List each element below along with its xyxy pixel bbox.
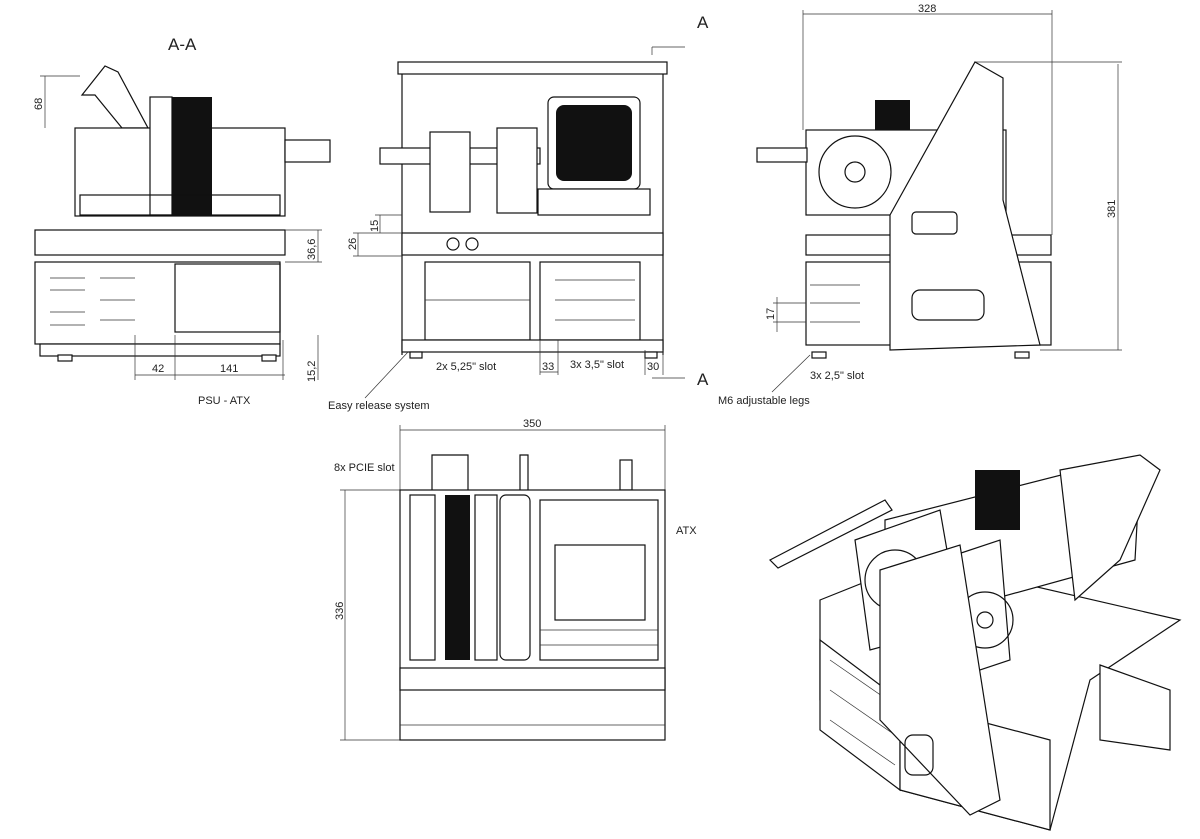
- side-frame-plate: [889, 61, 1041, 351]
- dim-36-6: 36,6: [306, 239, 318, 260]
- isometric-view: [768, 454, 1182, 831]
- dim-17: 17: [765, 308, 777, 320]
- dim-42: 42: [152, 363, 164, 375]
- dim-141: 141: [220, 363, 238, 375]
- side-view-psu: A-A 68 36,6 15,2 42 141 PSU - ATX: [33, 35, 331, 407]
- bay-525: [424, 261, 531, 341]
- dim-336: 336: [334, 602, 346, 620]
- dim-381: 381: [1106, 200, 1118, 218]
- callout-3x-25-slot: 3x 2,5" slot: [810, 370, 864, 382]
- isometric-gpu-bracket: [768, 499, 893, 569]
- dim-350: 350: [523, 418, 541, 430]
- dim-68: 68: [33, 98, 45, 110]
- frame-bar: [34, 229, 286, 256]
- top-view: 350 8x PCIE slot 336 ATX: [334, 418, 697, 741]
- bay-35: [539, 261, 641, 341]
- dim-328: 328: [918, 3, 936, 15]
- top-bar: [397, 61, 668, 75]
- section-marker-bottom: A: [697, 370, 709, 389]
- callout-easy-release: Easy release system: [328, 400, 429, 412]
- callout-m6-legs: M6 adjustable legs: [718, 395, 810, 407]
- right-view: 328 381 17 3x 2,5" slot M6 adjustable le…: [718, 3, 1122, 407]
- front-view: 15 26 2x 5,25" slot 33 3x 3,5" slot 30 E…: [328, 13, 709, 412]
- dim-30: 30: [647, 361, 659, 373]
- gpu-bracket: [80, 65, 150, 129]
- section-label: A-A: [168, 35, 197, 54]
- front-frame-bar: [401, 232, 664, 256]
- callout-3x-35-slot: 3x 3,5" slot: [570, 359, 624, 371]
- section-marker-top: A: [697, 13, 709, 32]
- dim-33: 33: [542, 361, 554, 373]
- callout-atx: ATX: [676, 525, 697, 537]
- caption-psu-atx: PSU - ATX: [198, 395, 251, 407]
- dim-26: 26: [347, 238, 359, 250]
- isometric-side-plate: [879, 544, 1001, 816]
- callout-2x-525-slot: 2x 5,25" slot: [436, 361, 496, 373]
- dim-15: 15: [369, 220, 381, 232]
- lower-chassis: [34, 261, 281, 345]
- callout-8x-pcie: 8x PCIE slot: [334, 462, 395, 474]
- dim-15-2: 15,2: [306, 361, 318, 382]
